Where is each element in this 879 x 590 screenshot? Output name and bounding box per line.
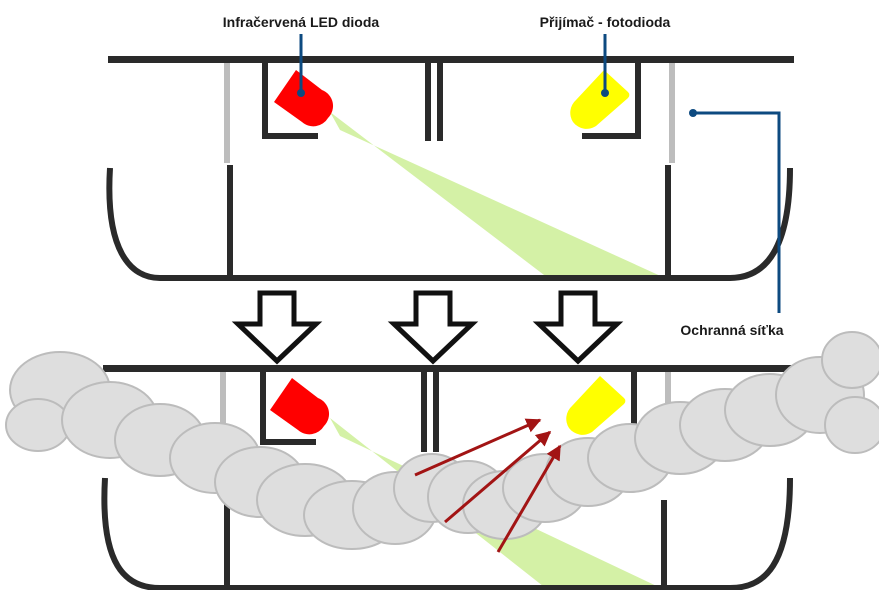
down-arrow-icon xyxy=(387,290,479,365)
infrared-led xyxy=(270,378,330,435)
scatter-arrow-icon xyxy=(444,430,552,524)
chamber-bottom-cup xyxy=(101,477,793,590)
protective-mesh-left xyxy=(220,372,226,452)
callouts: Infračervená LED dioda Přijímač - fotodi… xyxy=(223,14,784,338)
chamber-top-bar xyxy=(108,56,794,63)
led-callout-dot xyxy=(297,89,305,97)
chamber-smoke xyxy=(5,331,879,590)
chamber-top-bar xyxy=(103,365,793,372)
chamber-wall-left xyxy=(227,165,233,278)
protective-mesh-left xyxy=(224,63,230,163)
chamber-wall-right xyxy=(665,165,671,278)
infrared-led xyxy=(274,70,334,127)
down-arrow-icon xyxy=(532,290,624,365)
receiver-label: Přijímač - fotodioda xyxy=(540,14,671,30)
scatter-arrow-icon xyxy=(496,444,562,553)
mesh-callout-line xyxy=(693,111,781,313)
center-divider-b xyxy=(433,372,439,452)
photodiode-receiver xyxy=(566,376,626,435)
chamber-wall-left xyxy=(224,500,230,588)
chamber-wall-right xyxy=(661,500,667,588)
led-label: Infračervená LED dioda xyxy=(223,14,380,30)
smoke-cloud xyxy=(5,331,879,550)
protective-mesh-right xyxy=(669,63,675,163)
chamber-clear xyxy=(106,56,794,281)
receiver-housing xyxy=(582,63,641,139)
scatter-arrow-icon xyxy=(414,418,542,477)
photodiode-receiver xyxy=(570,70,630,129)
center-divider-a xyxy=(421,372,427,452)
led-housing xyxy=(262,63,318,139)
led-housing xyxy=(260,372,316,445)
receiver-callout-dot xyxy=(601,89,609,97)
down-arrow-icon xyxy=(231,290,323,365)
mesh-label: Ochranná síťka xyxy=(680,322,783,338)
transition-arrows xyxy=(231,290,624,365)
chamber-bottom-cup xyxy=(106,167,793,281)
center-divider-a xyxy=(425,63,431,141)
scattered-light xyxy=(414,418,562,553)
center-divider-b xyxy=(437,63,443,141)
